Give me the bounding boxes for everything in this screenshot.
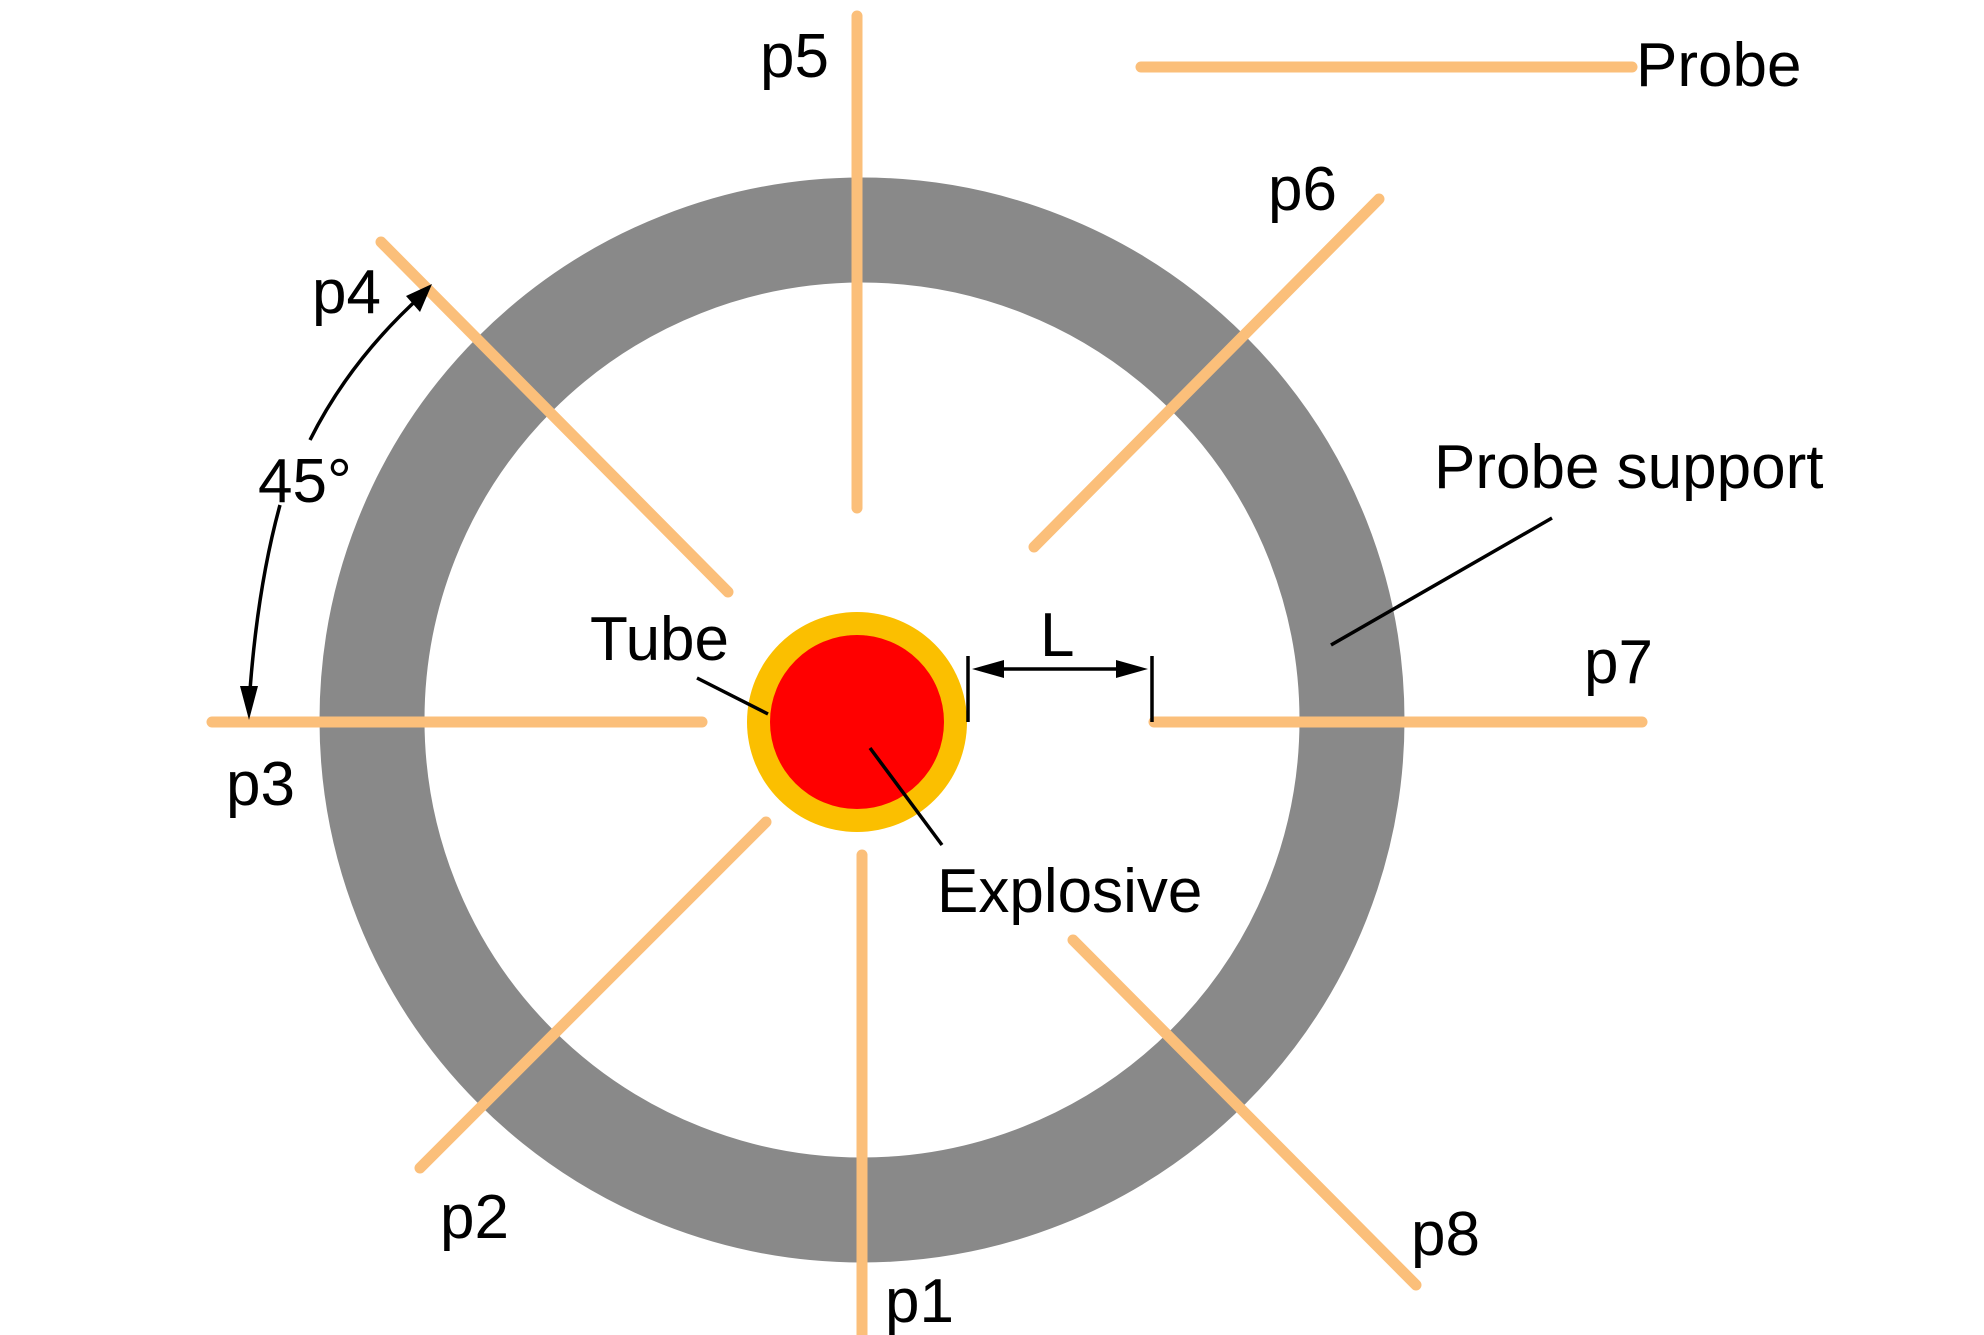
- tube-leader: [696, 676, 769, 716]
- probe-p6: [1028, 193, 1385, 553]
- dimension-arrow-left: [972, 660, 1004, 678]
- label-p3: p3: [226, 750, 295, 819]
- angle-arrow-down: [240, 686, 258, 720]
- tube-label: Tube: [590, 605, 729, 674]
- angle-arc-lower: [248, 504, 282, 691]
- probe-p8: [1067, 934, 1422, 1291]
- label-p7: p7: [1584, 628, 1653, 697]
- label-p4: p4: [312, 258, 381, 327]
- probes-group: [206, 10, 1648, 1335]
- probe-support-leader: [1330, 516, 1553, 647]
- probe-p4: [375, 236, 734, 598]
- label-p5: p5: [760, 22, 829, 91]
- probe-p2: [414, 816, 772, 1174]
- legend-probe-label: Probe: [1636, 31, 1801, 100]
- explosive-charge: [770, 635, 944, 809]
- explosive-leader: [868, 746, 944, 847]
- dimension-arrow-right: [1116, 660, 1148, 678]
- angle-indicator: [240, 284, 432, 720]
- angle-arrow-up: [406, 284, 432, 312]
- angle-label: 45°: [258, 447, 352, 516]
- explosive-label: Explosive: [937, 857, 1202, 926]
- label-p6: p6: [1268, 155, 1337, 224]
- distance-dimension: [966, 656, 1154, 722]
- label-p1: p1: [885, 1267, 954, 1335]
- label-p2: p2: [440, 1183, 509, 1252]
- probe-support-label: Probe support: [1434, 433, 1823, 502]
- label-p8: p8: [1411, 1200, 1480, 1269]
- distance-label: L: [1040, 601, 1074, 670]
- angle-arc-upper: [308, 293, 424, 441]
